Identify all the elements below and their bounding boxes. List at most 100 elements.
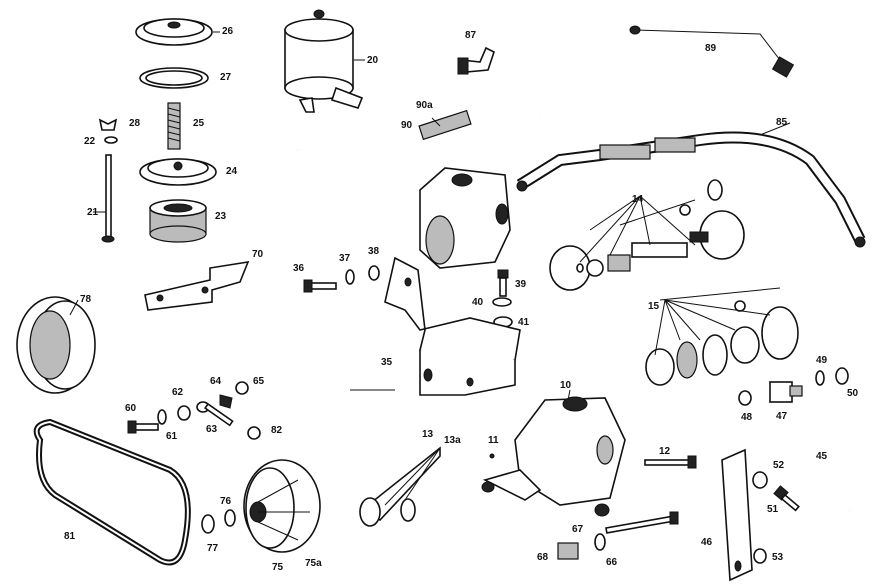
part-60-bolt (127, 420, 159, 434)
part-51-bolt (773, 485, 800, 512)
part-81-v-belt (33, 418, 191, 566)
label-13a: 13a (444, 435, 461, 446)
label-35: 35 (381, 357, 393, 368)
part-10-pump-body (481, 396, 626, 506)
label-90a: 90a (416, 100, 433, 111)
label-90: 90 (401, 120, 413, 131)
label-76: 76 (220, 496, 232, 507)
part-75-pulley (243, 459, 321, 553)
label-64: 64 (210, 376, 222, 387)
part-14-piston-assembly (549, 179, 745, 291)
label-82: 82 (271, 425, 283, 436)
label-45: 45 (816, 451, 828, 462)
part-39-bolt (497, 269, 509, 297)
label-63: 63 (206, 424, 218, 435)
label-38: 38 (368, 246, 380, 257)
label-23: 23 (215, 211, 227, 222)
part-37-washer (345, 269, 355, 285)
pump-housing-upper (419, 167, 511, 269)
part-35-mounting-bracket (384, 256, 521, 396)
label-27: 27 (220, 72, 232, 83)
label-85: 85 (776, 117, 788, 128)
label-77: 77 (207, 543, 219, 554)
part-45-support-stay (803, 396, 857, 512)
part-11-key (489, 453, 495, 459)
part-65-nut (235, 381, 249, 395)
part-25-spring (167, 102, 181, 150)
part-46-bracket-plate (721, 448, 753, 582)
label-48: 48 (741, 412, 753, 423)
label-78: 78 (80, 294, 92, 305)
part-68-spacer (557, 542, 579, 560)
part-78-double-pulley (16, 296, 96, 394)
part-66-washer (594, 533, 606, 551)
label-15: 15 (648, 301, 660, 312)
label-70: 70 (252, 249, 264, 260)
label-61: 61 (166, 431, 178, 442)
label-65: 65 (253, 376, 265, 387)
part-15-valve-assembly (645, 287, 799, 386)
part-67-seal (594, 503, 610, 517)
part-70-bracket (144, 260, 250, 311)
label-87: 87 (465, 30, 477, 41)
part-38-nut (368, 265, 380, 281)
label-24: 24 (226, 166, 238, 177)
part-12-stud (644, 455, 697, 469)
part-20-reservoir (284, 9, 364, 113)
label-36: 36 (293, 263, 305, 274)
part-36-bolt (303, 279, 337, 293)
part-63-tensioner-bolt (196, 401, 234, 427)
part-50-nut (835, 367, 849, 385)
label-50: 50 (847, 388, 859, 399)
part-40-washer (492, 297, 512, 307)
part-61-washer (157, 409, 167, 425)
part-47-union-fitting (769, 381, 803, 403)
label-21: 21 (87, 207, 99, 218)
part-85-pressure-hose (516, 131, 866, 248)
label-22: 22 (84, 136, 96, 147)
part-23-filter-element (149, 199, 207, 243)
label-67: 67 (572, 524, 584, 535)
label-47: 47 (776, 411, 788, 422)
label-25: 25 (193, 118, 205, 129)
part-28-wing-nut (98, 118, 118, 131)
label-10: 10 (560, 380, 572, 391)
part-24-filter-plate (139, 158, 217, 186)
label-28: 28 (129, 118, 141, 129)
label-75a: 75a (305, 558, 322, 569)
label-20: 20 (367, 55, 379, 66)
label-40: 40 (472, 297, 484, 308)
part-26-reservoir-cover (135, 18, 213, 46)
part-13-cone-seal (359, 446, 441, 527)
label-39: 39 (515, 279, 527, 290)
part-82-nut (247, 426, 261, 440)
label-60: 60 (125, 403, 137, 414)
part-76-washer (224, 509, 236, 527)
part-77-nut (201, 514, 215, 534)
part-87-elbow-fitting (457, 46, 495, 75)
label-37: 37 (339, 253, 351, 264)
part-48-washer (738, 390, 752, 406)
label-89: 89 (705, 43, 717, 54)
part-21-long-bolt (101, 154, 115, 243)
label-68: 68 (537, 552, 549, 563)
label-49: 49 (816, 355, 828, 366)
part-66-long-bolt (605, 511, 679, 534)
label-11: 11 (488, 435, 499, 446)
part-62-washer (177, 405, 191, 421)
label-66: 66 (606, 557, 618, 568)
label-52: 52 (773, 460, 785, 471)
label-41: 41 (518, 317, 530, 328)
part-49-washer (815, 370, 825, 386)
label-81: 81 (64, 531, 76, 542)
label-62: 62 (172, 387, 184, 398)
part-13a-ring (400, 498, 416, 522)
part-89-pipe (629, 25, 795, 78)
label-13: 13 (422, 429, 434, 440)
part-53-washer (753, 548, 767, 564)
label-26: 26 (222, 26, 234, 37)
label-51: 51 (767, 504, 779, 515)
part-22-washer (104, 136, 118, 144)
